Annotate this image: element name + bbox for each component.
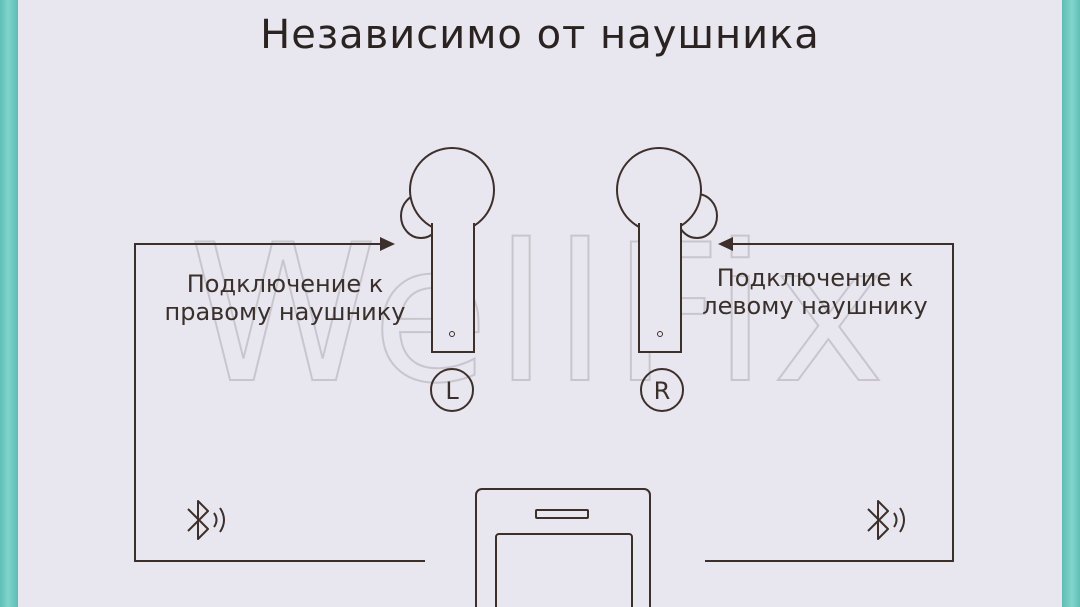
phone bbox=[475, 488, 651, 607]
page-title: Независимо от наушника bbox=[260, 12, 820, 58]
arrow-icon bbox=[380, 237, 395, 251]
right-label-line1: Подключение к bbox=[716, 264, 914, 292]
right-earbud-badge bbox=[640, 368, 684, 412]
left-label-line1: Подключение к bbox=[186, 270, 384, 298]
watermark: WellFix bbox=[189, 204, 891, 425]
left-earbud bbox=[400, 147, 495, 353]
arrow-icon bbox=[718, 237, 733, 251]
right-label-line2: левому наушнику bbox=[702, 292, 928, 320]
left-earbud-badge bbox=[430, 368, 474, 412]
left-label-line2: правому наушнику bbox=[164, 298, 406, 326]
left-earbud-letter: L bbox=[445, 377, 459, 405]
left-connection-line bbox=[134, 243, 425, 562]
left-connection-label: Подключение к правому наушнику bbox=[140, 270, 430, 326]
right-earbud-letter: R bbox=[654, 377, 671, 405]
right-connection-line bbox=[705, 243, 954, 562]
bluetooth-icon bbox=[867, 500, 905, 540]
right-connection-label: Подключение к левому наушнику bbox=[680, 264, 950, 320]
bluetooth-icon bbox=[187, 500, 225, 540]
